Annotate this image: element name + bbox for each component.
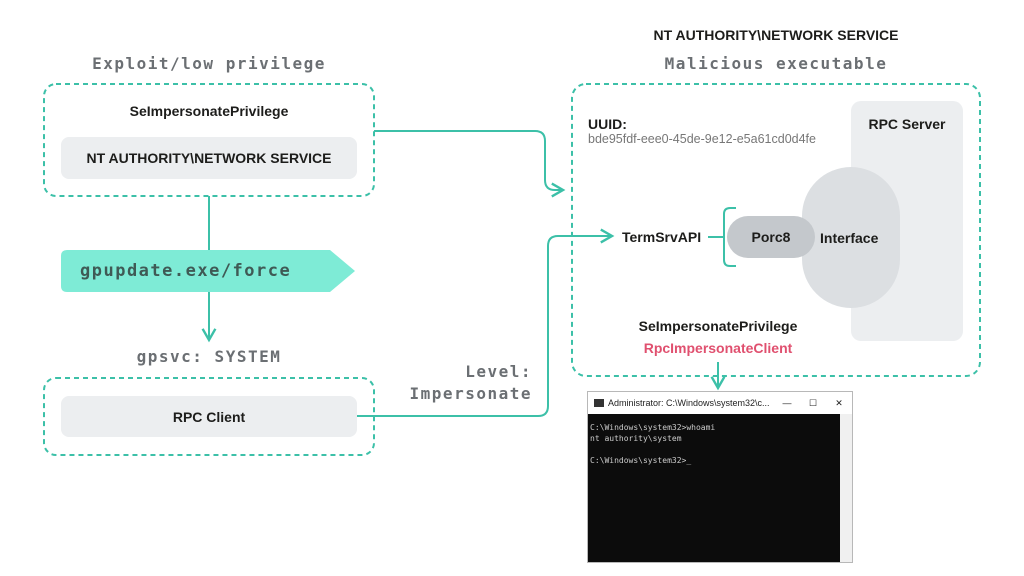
gpupdate-command: gpupdate.exe/force (80, 261, 292, 281)
terminal-titlebar: Administrator: C:\Windows\system32\c... … (588, 392, 852, 414)
close-button[interactable]: ✕ (835, 397, 843, 408)
left-heading: Exploit/low privilege (92, 54, 326, 73)
arrow-to-executable (374, 130, 566, 198)
interface-label: Interface (820, 230, 879, 246)
exploit-box (43, 83, 375, 197)
rpc-impersonate-call: RpcImpersonateClient (643, 340, 793, 356)
bracket (723, 207, 736, 267)
minimize-button[interactable]: — (782, 398, 792, 408)
right-heading: Malicious executable (664, 54, 888, 73)
top-title: NT AUTHORITY\NETWORK SERVICE (653, 27, 899, 43)
gpupdate-shape (61, 250, 355, 292)
malicious-box (571, 83, 981, 377)
porc8-pill (727, 216, 815, 258)
left-privilege: SeImpersonatePrivilege (129, 103, 289, 119)
interface-shape (802, 167, 900, 308)
uuid-label: UUID: (588, 116, 627, 132)
arrow-to-termsrvapi (357, 228, 615, 417)
terminal-scrollbar[interactable] (840, 414, 852, 562)
level-line2: Impersonate (409, 384, 532, 403)
account-box: NT AUTHORITY\NETWORK SERVICE (61, 137, 357, 179)
rpc-server-label: RPC Server (868, 116, 946, 132)
terminal-window: Administrator: C:\Windows\system32\c... … (587, 391, 853, 563)
terminal-output: C:\Windows\system32>whoami nt authority\… (588, 414, 840, 562)
cmd-icon (594, 399, 604, 407)
right-privilege: SeImpersonatePrivilege (638, 318, 798, 334)
termsrvapi-label: TermSrvAPI (622, 229, 702, 245)
uuid-value: bde95fdf-eee0-45de-9e12-e5a61cd0d4fe (588, 132, 816, 146)
rpc-client-box: RPC Client (61, 396, 357, 437)
level-line1: Level: (465, 362, 532, 381)
maximize-button[interactable]: ☐ (808, 397, 818, 408)
porc8-label: Porc8 (751, 229, 791, 245)
gpsvc-label: gpsvc: SYSTEM (136, 347, 282, 366)
terminal-title: Administrator: C:\Windows\system32\c... (608, 398, 770, 408)
